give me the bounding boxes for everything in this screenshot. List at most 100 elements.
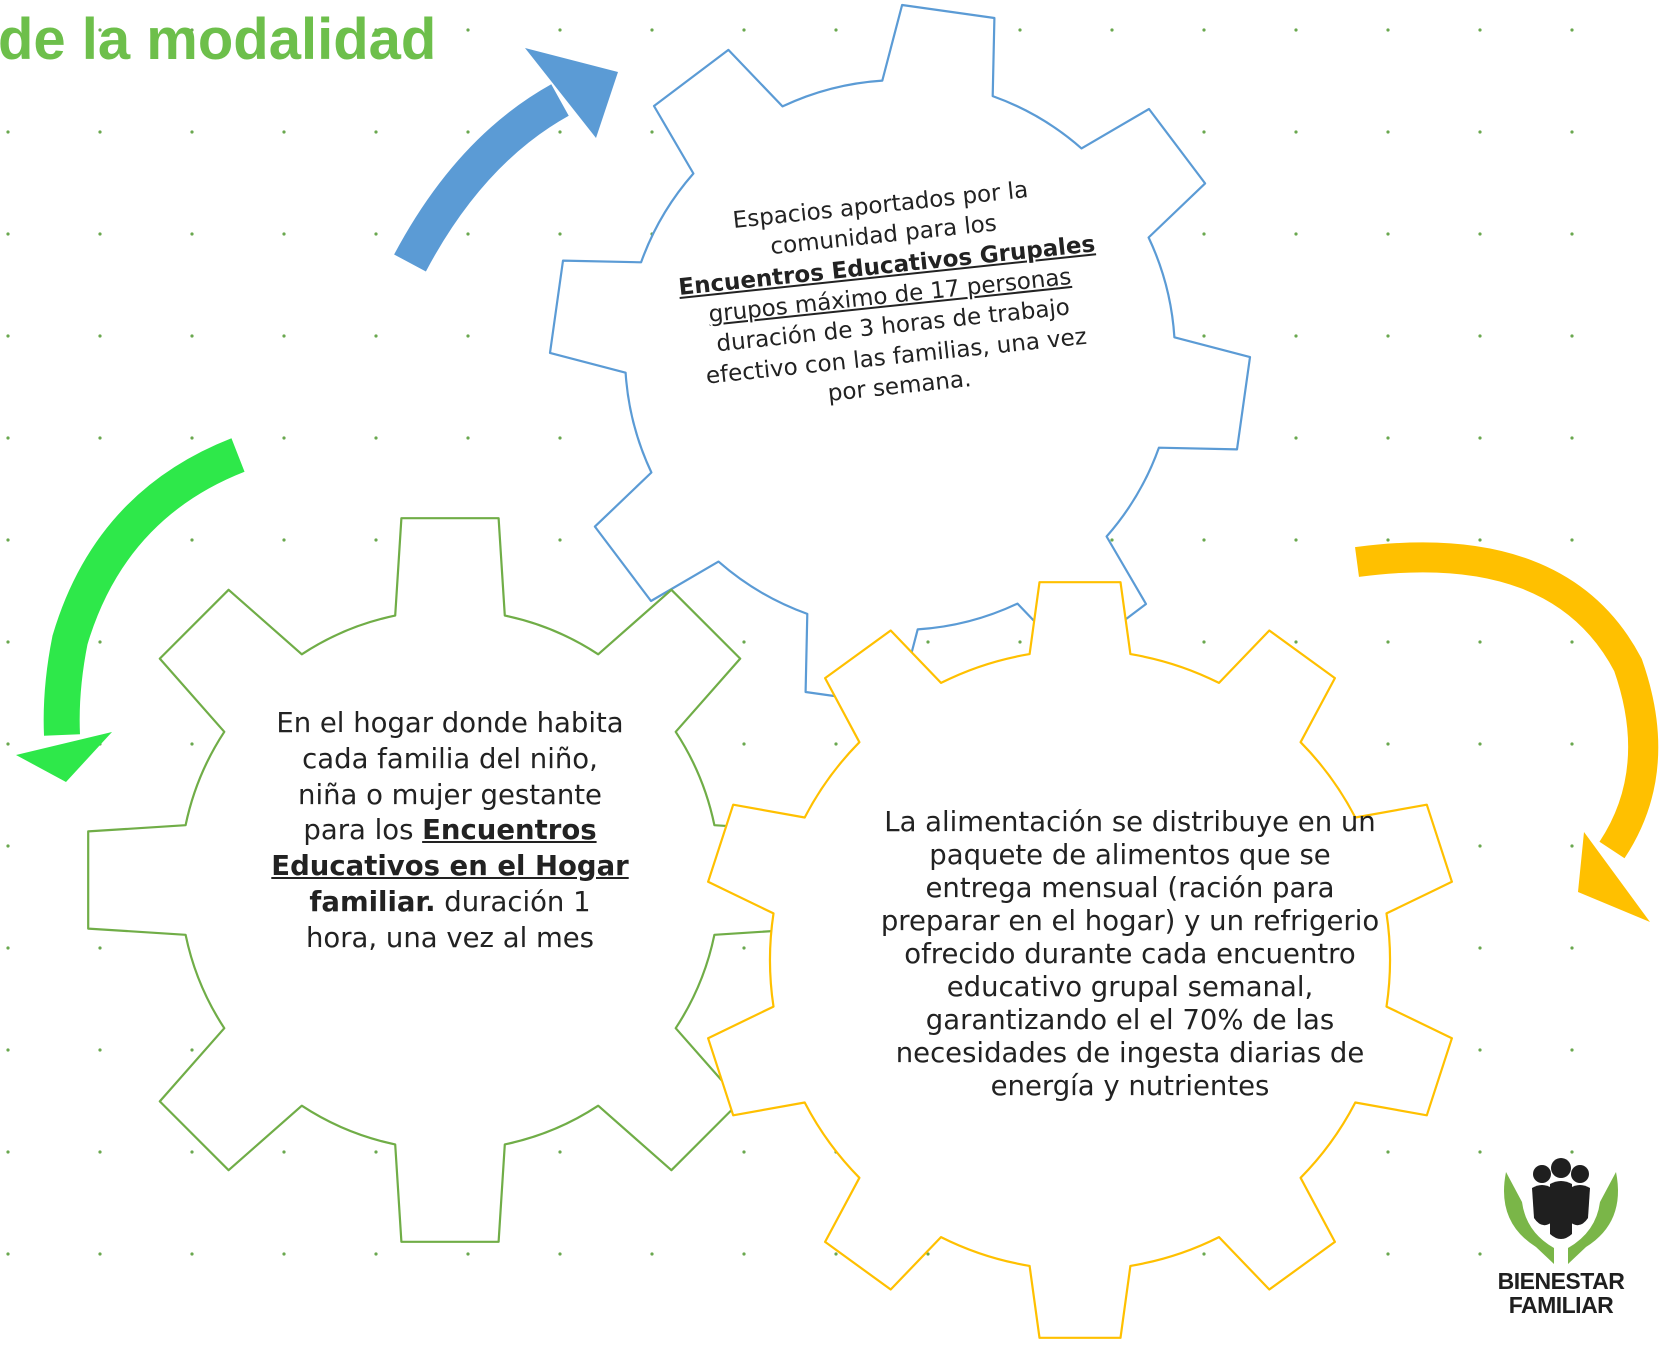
grid-dot (1570, 538, 1574, 542)
grid-dot (1018, 640, 1022, 644)
grid-dot (6, 232, 10, 236)
grid-dot (1294, 538, 1298, 542)
grid-dot (1570, 436, 1574, 440)
grid-dot (834, 1252, 838, 1256)
grid-dot (1478, 844, 1482, 848)
grid-dot (1570, 130, 1574, 134)
grid-dot (1202, 334, 1206, 338)
grid-dot (374, 436, 378, 440)
grid-dot (1570, 1048, 1574, 1052)
grid-dot (190, 28, 194, 32)
grid-dot (1386, 640, 1390, 644)
grid-dot (98, 1252, 102, 1256)
grid-dot (1202, 130, 1206, 134)
grid-dot (282, 436, 286, 440)
grid-dot (926, 1252, 930, 1256)
grid-dot (374, 232, 378, 236)
grid-dot (1386, 1150, 1390, 1154)
grid-dot (6, 28, 10, 32)
grid-dot (742, 28, 746, 32)
grid-dot (98, 130, 102, 134)
grid-dot (742, 640, 746, 644)
grid-dot (466, 334, 470, 338)
grid-dot (1478, 130, 1482, 134)
grid-dot (6, 742, 10, 746)
grid-dot (1294, 334, 1298, 338)
grid-dot (926, 640, 930, 644)
grid-dot (1570, 640, 1574, 644)
grid-dot (558, 1252, 562, 1256)
grid-dot (558, 130, 562, 134)
grid-dot (1202, 640, 1206, 644)
grid-dot (98, 946, 102, 950)
grid-dot (282, 28, 286, 32)
grid-dot (6, 538, 10, 542)
yellow-gear-outline (707, 581, 1453, 1339)
grid-dot (466, 28, 470, 32)
grid-dot (1110, 538, 1114, 542)
grid-dot (1478, 1252, 1482, 1256)
grid-dot (1294, 28, 1298, 32)
grid-dot (98, 436, 102, 440)
grid-dot (6, 1150, 10, 1154)
green-rest: duración 1 hora, una vez al mes (306, 885, 594, 954)
yellow-cycle-arrow (1355, 542, 1659, 922)
grid-dot (1478, 232, 1482, 236)
grid-dot (1202, 232, 1206, 236)
blue-gear-outline (548, 3, 1252, 707)
blue-gear-text: Espacios aportados por la comunidad para… (670, 169, 1110, 424)
grid-dot (742, 742, 746, 746)
grid-dot (190, 1150, 194, 1154)
grid-dot (1478, 1150, 1482, 1154)
grid-dot (1294, 232, 1298, 236)
grid-dot (1570, 1150, 1574, 1154)
green-gear-outline (87, 517, 813, 1243)
grid-dot (558, 538, 562, 542)
green-highlight: Encuentros Educativos en el Hogar (271, 814, 629, 882)
grid-dot (742, 946, 746, 950)
grid-dot (374, 334, 378, 338)
grid-dot (190, 334, 194, 338)
grid-dot (190, 130, 194, 134)
grid-dot (374, 130, 378, 134)
grid-dot (190, 232, 194, 236)
grid-dot (1570, 232, 1574, 236)
page-title: de la modalidad (0, 7, 437, 72)
grid-dot (190, 1252, 194, 1256)
grid-dot (1570, 946, 1574, 950)
grid-dot (466, 1252, 470, 1256)
grid-dot (1478, 946, 1482, 950)
grid-dot (650, 130, 654, 134)
grid-dot (1386, 130, 1390, 134)
grid-dot (190, 538, 194, 542)
grid-dot (282, 1252, 286, 1256)
grid-dot (282, 130, 286, 134)
grid-dot (1386, 538, 1390, 542)
grid-dot (6, 334, 10, 338)
grid-dot (1386, 232, 1390, 236)
grid-dot (6, 844, 10, 848)
grid-dot (1570, 334, 1574, 338)
logo-line1: BIENESTAR (1497, 1268, 1625, 1294)
grid-dot (6, 640, 10, 644)
grid-dot (558, 28, 562, 32)
bienestar-familiar-logo: BIENESTAR FAMILIAR (1496, 1152, 1626, 1322)
grid-dot (1478, 1048, 1482, 1052)
grid-dot (466, 232, 470, 236)
grid-dot (6, 436, 10, 440)
grid-dot (1294, 130, 1298, 134)
grid-dot (466, 436, 470, 440)
grid-dot (1202, 28, 1206, 32)
grid-dot (1570, 844, 1574, 848)
yellow-gear-text: La alimentación se distribuye en un paqu… (880, 806, 1380, 1103)
grid-dot (374, 1150, 378, 1154)
grid-dot (1386, 436, 1390, 440)
grid-dot (1478, 28, 1482, 32)
blue-cycle-arrow (394, 48, 618, 272)
grid-dot (834, 28, 838, 32)
grid-dot (650, 1252, 654, 1256)
grid-dot (98, 1048, 102, 1052)
grid-dot (98, 28, 102, 32)
grid-dot (466, 130, 470, 134)
